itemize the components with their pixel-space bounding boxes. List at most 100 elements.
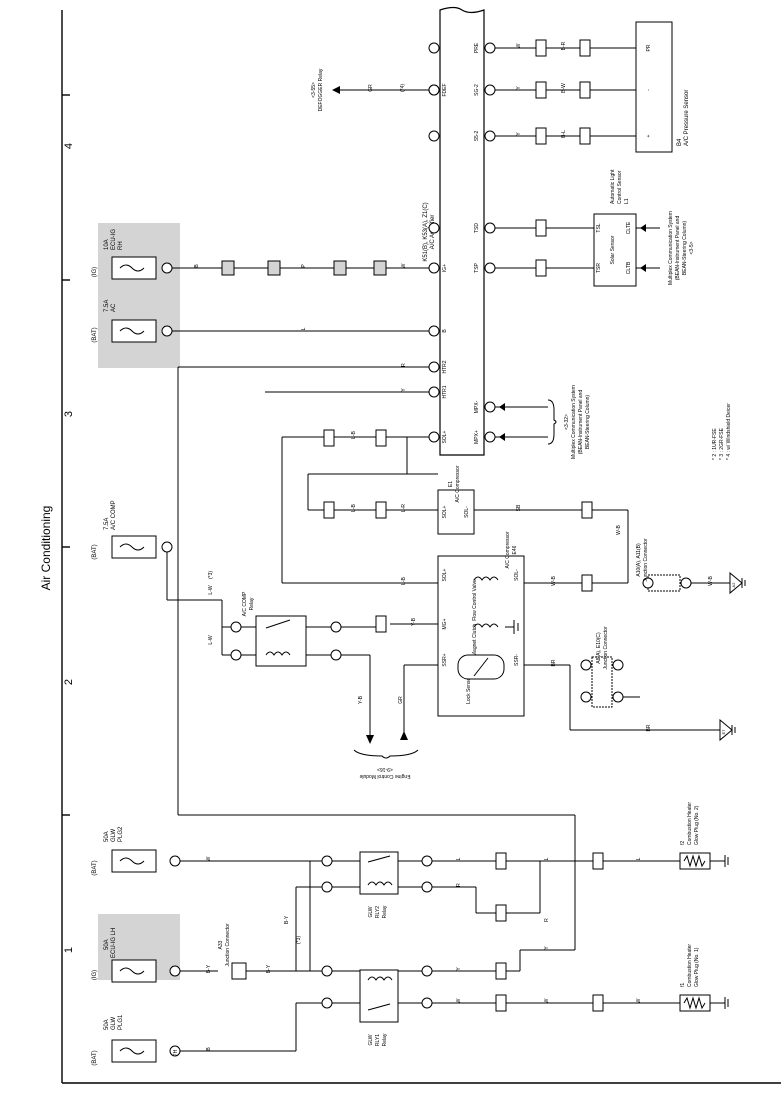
svg-text:E7: E7 xyxy=(721,729,726,735)
svg-text:7.5A: 7.5A xyxy=(104,300,110,312)
svg-text:Flow Control Valve: Flow Control Valve xyxy=(472,579,478,621)
svg-text:MG+: MG+ xyxy=(442,618,448,629)
svg-text:7H: 7H xyxy=(173,1049,179,1056)
svg-text:(BAT): (BAT) xyxy=(92,860,98,875)
svg-text:R: R xyxy=(456,883,462,887)
svg-text:TSL: TSL xyxy=(596,223,602,232)
fuse-ac: (BAT) 7.5A AC xyxy=(92,300,173,343)
svg-text:f2: f2 xyxy=(680,841,686,845)
svg-text:* 4 : w/ Windshield Deicer: * 4 : w/ Windshield Deicer xyxy=(726,403,732,460)
svg-text:HTR1: HTR1 xyxy=(442,385,448,398)
svg-text:SOL+: SOL+ xyxy=(442,430,448,443)
svg-text:Multiplex Communication System: Multiplex Communication System xyxy=(668,211,674,285)
svg-text:IG+: IG+ xyxy=(442,264,448,272)
sol-circuit xyxy=(281,436,438,584)
svg-text:RH: RH xyxy=(118,241,124,250)
svg-text:(BAT): (BAT) xyxy=(92,1050,98,1065)
svg-text:Automatic Light: Automatic Light xyxy=(610,169,616,204)
svg-text:SB: SB xyxy=(516,504,522,511)
svg-text:L: L xyxy=(544,857,550,860)
svg-text:W: W xyxy=(401,263,407,268)
svg-text:Solar Sensor: Solar Sensor xyxy=(610,235,616,264)
svg-text:-: - xyxy=(646,89,652,91)
svg-text:SSR-: SSR- xyxy=(514,654,520,666)
svg-text:50A: 50A xyxy=(104,831,110,842)
svg-text:PRE: PRE xyxy=(474,42,480,53)
svg-text:Glow Plug (No. 1): Glow Plug (No. 1) xyxy=(694,947,700,987)
svg-text:(BEAN-Instrument Panel and: (BEAN-Instrument Panel and xyxy=(578,390,584,455)
pressure-sensor-wires xyxy=(495,47,636,137)
svg-text:DEFOGGER Relay: DEFOGGER Relay xyxy=(318,68,324,111)
glow-circuit-connectors: A33 Junction Connector W B-Y B-Y B-Y B L… xyxy=(206,852,642,1051)
svg-text:SOL+: SOL+ xyxy=(442,568,448,581)
svg-text:Y-B: Y-B xyxy=(358,695,364,704)
svg-text:R: R xyxy=(401,363,407,367)
svg-text:L-W: L-W xyxy=(208,635,214,644)
svg-text:SOL-: SOL- xyxy=(464,506,470,518)
svg-text:50A: 50A xyxy=(104,1019,110,1030)
fuse-ecu-ig-lh: (IG) 50A ECU-IG LH xyxy=(92,928,181,983)
column-number-1: 1 xyxy=(63,947,75,953)
svg-text:Junction Connector: Junction Connector xyxy=(225,923,231,966)
svg-text:ECU-IG LH: ECU-IG LH xyxy=(111,928,117,958)
svg-text:Y: Y xyxy=(456,967,462,971)
combustion-heater-f2: f2 Combustion Heater Glow Plug (No. 2) xyxy=(679,802,729,870)
svg-text:10A: 10A xyxy=(104,239,110,250)
svg-text:(*3): (*3) xyxy=(208,571,214,579)
svg-text:RLY2: RLY2 xyxy=(375,906,381,918)
column-number-3: 3 xyxy=(63,411,75,417)
svg-text:AC: AC xyxy=(111,303,117,312)
svg-text:Glow Plug (No. 2): Glow Plug (No. 2) xyxy=(694,805,700,845)
svg-text:B: B xyxy=(194,264,200,268)
svg-text:A/C Compressor: A/C Compressor xyxy=(455,465,461,502)
svg-text:A/C COMP: A/C COMP xyxy=(242,591,248,616)
svg-text:BR: BR xyxy=(646,724,652,731)
svg-text:BEAN-Steering Column): BEAN-Steering Column) xyxy=(585,395,591,450)
svg-text:RLY1: RLY1 xyxy=(375,1034,381,1046)
svg-text:(*3): (*3) xyxy=(296,936,302,944)
svg-text:SG-2: SG-2 xyxy=(474,84,480,96)
ac-pressure-sensor: PR - + B4 A/C Pressure Sensor xyxy=(635,21,690,153)
svg-text:Junction Connector: Junction Connector xyxy=(603,626,609,669)
svg-text:ECU-IG: ECU-IG xyxy=(111,229,117,250)
svg-text:B: B xyxy=(442,329,448,333)
svg-text:B-Y: B-Y xyxy=(206,964,212,973)
sheet-title: Air Conditioning xyxy=(39,506,53,591)
svg-text:Magnet Clutch: Magnet Clutch xyxy=(472,624,478,656)
svg-text:W-B: W-B xyxy=(616,525,622,535)
svg-text:B4: B4 xyxy=(677,138,683,146)
svg-text:W: W xyxy=(456,998,462,1003)
junction-a8-e10: A8(A), E10(C) Junction Connector E7 xyxy=(580,626,736,742)
solar-sensor: Solar Sensor TSL CLTE TSR CLTB L1 Automa… xyxy=(495,169,695,287)
svg-text:Lock Sensor: Lock Sensor xyxy=(466,676,472,704)
svg-text:<3-5>: <3-5> xyxy=(689,241,695,254)
svg-text:A/C Compressor: A/C Compressor xyxy=(505,531,511,568)
defogger-relay-link: DEFOGGER Relay <3-55> GR (*4) xyxy=(311,68,429,111)
svg-text:Control Sensor: Control Sensor xyxy=(617,170,623,204)
svg-text:Relay: Relay xyxy=(249,597,255,610)
mpx-bus-note: <3-32> Multiplex Communication System (B… xyxy=(495,385,591,459)
svg-text:<3-32>: <3-32> xyxy=(564,414,570,430)
glow-relay-1: GLW RLY1 Relay xyxy=(359,969,399,1046)
combustion-heater-f1: f1 Combustion Heater Glow Plug (No. 1) xyxy=(679,944,729,1012)
svg-text:L: L xyxy=(456,857,462,860)
svg-text:L-W: L-W xyxy=(208,585,214,594)
svg-text:PLG2: PLG2 xyxy=(118,826,124,842)
svg-text:B: B xyxy=(206,1047,212,1051)
svg-text:A8(A), E10(C): A8(A), E10(C) xyxy=(596,632,602,664)
svg-text:A/C Pressure Sensor: A/C Pressure Sensor xyxy=(684,90,690,146)
fuse-glw-plg1: (BAT) 50A GLW PLG1 7H xyxy=(92,1014,181,1066)
svg-text:L-B: L-B xyxy=(351,430,357,438)
svg-text:W: W xyxy=(544,998,550,1003)
svg-text:Combustion Heater: Combustion Heater xyxy=(687,944,693,987)
svg-text:A/C COMP: A/C COMP xyxy=(111,500,117,530)
svg-text:+: + xyxy=(646,134,652,137)
svg-text:<9-16>: <9-16> xyxy=(377,766,393,772)
svg-text:Relay: Relay xyxy=(382,1033,388,1046)
svg-text:<3-55>: <3-55> xyxy=(311,82,317,98)
svg-text:50A: 50A xyxy=(104,939,110,950)
svg-text:B-Y: B-Y xyxy=(284,915,290,924)
ac-comp-relay: A/C COMP Relay L-W L-W Y-B (*3) Engine C… xyxy=(166,552,438,779)
svg-text:* 3 : 2GR-FSE: * 3 : 2GR-FSE xyxy=(719,427,725,460)
svg-text:BEAN-Steering Column): BEAN-Steering Column) xyxy=(682,221,688,276)
